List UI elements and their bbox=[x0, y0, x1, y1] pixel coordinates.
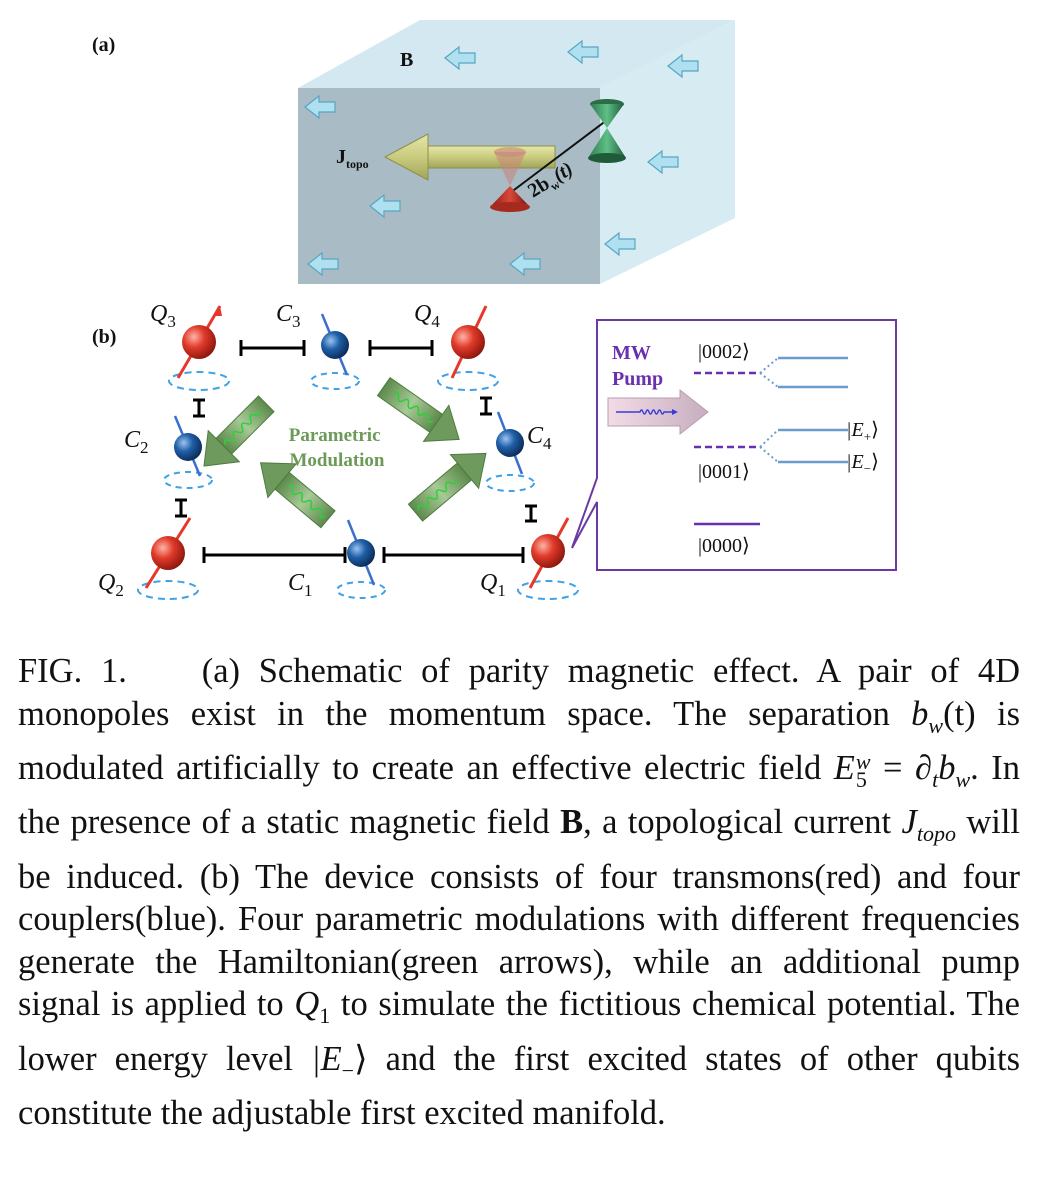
label-C2: C2 bbox=[124, 427, 149, 457]
green-monopole bbox=[588, 99, 626, 163]
figure-1: (a) B Jtopo 2bw(t) bbox=[92, 20, 897, 600]
pump-label: MW Pump bbox=[612, 342, 663, 390]
state-0001-label: |0001⟩ bbox=[698, 461, 750, 483]
label-Q4: Q4 bbox=[414, 301, 440, 331]
caption-text-7: and the first excited states of other qu… bbox=[18, 1039, 1021, 1132]
label-C3: C3 bbox=[276, 301, 301, 331]
label-C4: C4 bbox=[527, 423, 552, 453]
energy-level-inset: MW Pump |0002⟩ |0001⟩ |E+⟩ |E−⟩ |0000⟩ bbox=[571, 319, 897, 571]
coupler-C2 bbox=[163, 415, 213, 489]
qubit-Q4 bbox=[437, 305, 499, 391]
coupler-C4 bbox=[485, 411, 535, 492]
red-monopole bbox=[490, 147, 530, 212]
panel-a-label: (a) bbox=[92, 34, 115, 56]
caption-text-4: , a topological current bbox=[583, 803, 892, 842]
state-E-plus-label: |E+⟩ bbox=[846, 419, 879, 444]
qubit-Q1 bbox=[517, 517, 579, 600]
caption-text-2: is modulated artificially to create an e… bbox=[18, 694, 1021, 787]
label-Q1: Q1 bbox=[480, 570, 506, 600]
box-top-face bbox=[298, 20, 735, 88]
math-Jtopo: Jtopo bbox=[901, 803, 956, 847]
parametric-modulation-arrows bbox=[203, 376, 487, 529]
state-E-minus-label: |E−⟩ bbox=[846, 451, 879, 476]
coupling-bars bbox=[175, 340, 537, 563]
qubit-Q2 bbox=[137, 517, 199, 600]
field-label-B: B bbox=[400, 49, 413, 71]
coupler-C1 bbox=[336, 519, 386, 599]
separation-line bbox=[509, 119, 608, 194]
caption-text-3: . In the presence of a static magnetic f… bbox=[18, 748, 1020, 842]
math-Q1: Q1 bbox=[294, 985, 331, 1029]
state-0000-label: |0000⟩ bbox=[698, 535, 750, 557]
figure-caption: FIG. 1. (a) Schematic of parity magnetic… bbox=[18, 650, 1020, 1134]
caption-text-6: to simulate the fictitious chemical pote… bbox=[18, 985, 1020, 1078]
math-B: B bbox=[560, 803, 584, 842]
box-side-face bbox=[600, 20, 735, 284]
pump-arrow bbox=[607, 388, 709, 436]
label-C1: C1 bbox=[288, 570, 313, 600]
state-0002-label: |0002⟩ bbox=[698, 341, 750, 363]
caption-text-5: will be induced. (b) The device consists… bbox=[18, 803, 1021, 1024]
caption-fig-number: FIG. 1. bbox=[18, 652, 127, 690]
modulation-label: Parametric Modulation bbox=[289, 425, 386, 471]
current-label: Jtopo bbox=[336, 146, 369, 171]
math-Eminus: |E−⟩ bbox=[311, 1039, 368, 1083]
qubit-Q3 bbox=[168, 305, 230, 391]
box-front-face bbox=[298, 88, 600, 284]
coupler-C3 bbox=[310, 313, 360, 390]
math-bw: bw(t) bbox=[911, 694, 976, 738]
panel-b-label: (b) bbox=[92, 326, 116, 348]
label-Q2: Q2 bbox=[98, 570, 124, 600]
label-Q3: Q3 bbox=[150, 301, 176, 331]
caption-text-1: (a) Schematic of parity magnetic effect.… bbox=[18, 652, 1021, 733]
